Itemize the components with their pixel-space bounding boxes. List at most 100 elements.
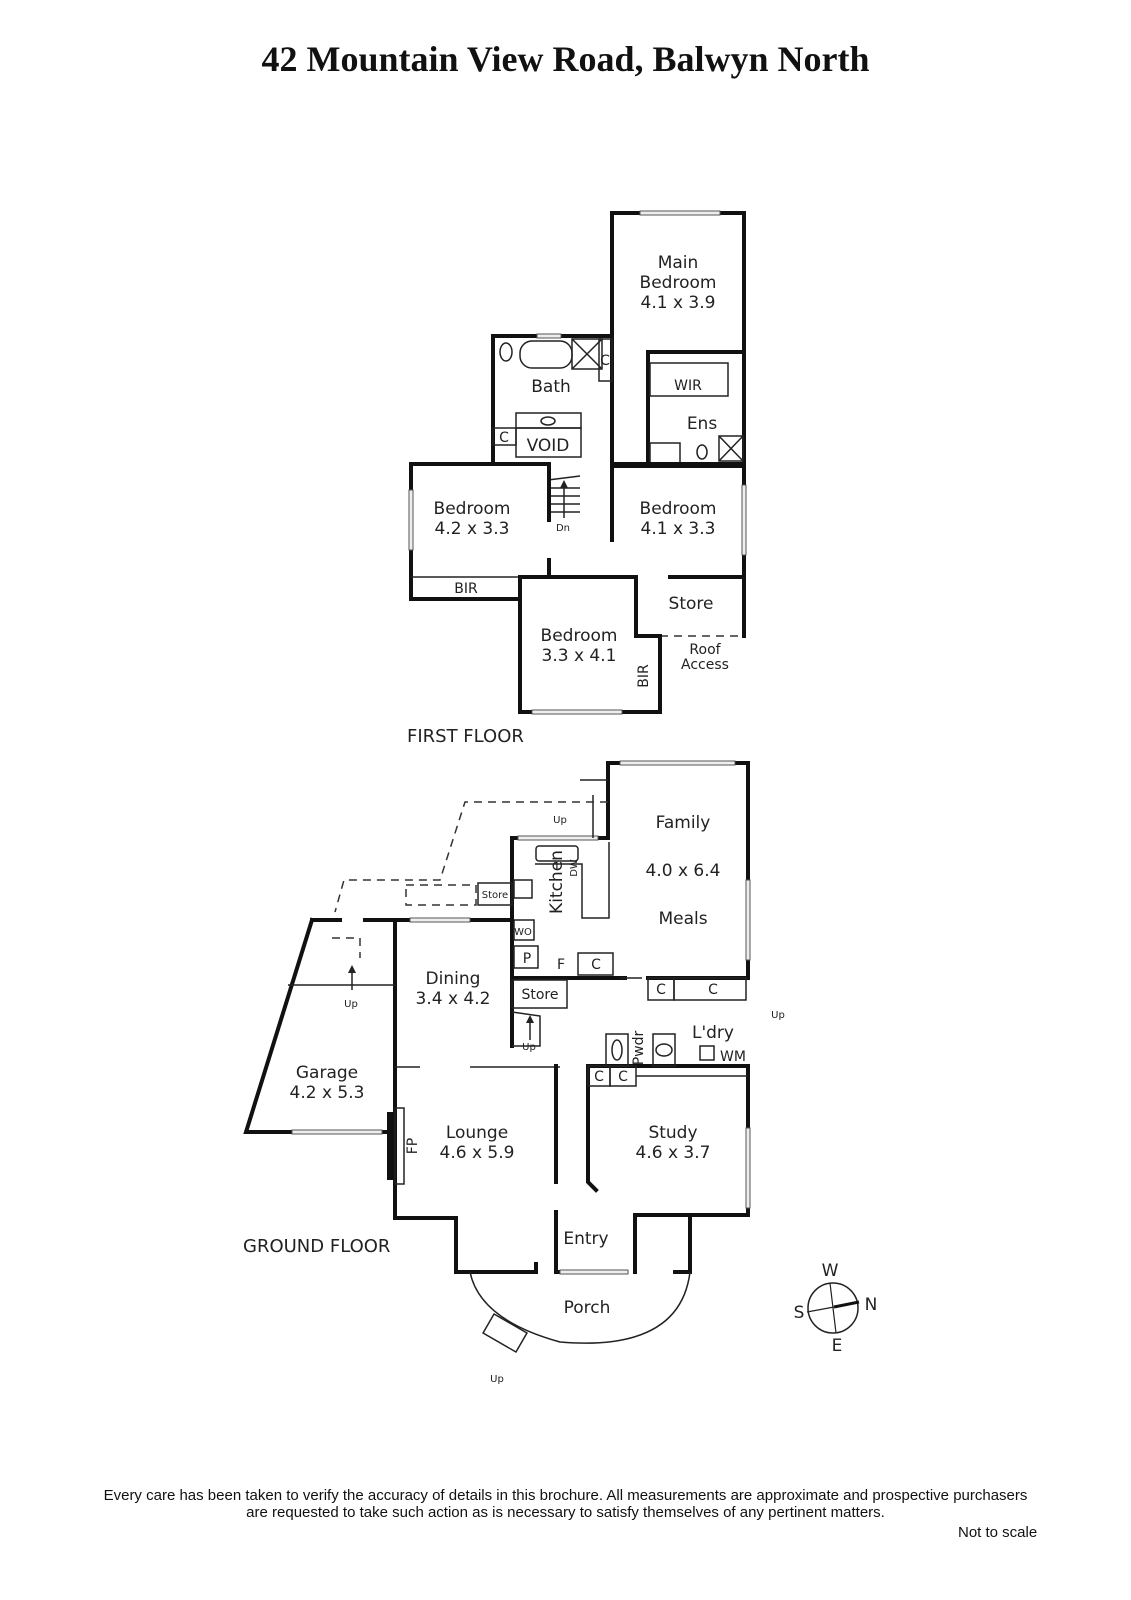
fireplace-label: FP (405, 1138, 421, 1155)
laundry-label: L'dry (692, 1023, 734, 1043)
lounge-label: Lounge (446, 1123, 508, 1143)
store-small-label: Store (482, 890, 508, 901)
main-bedroom-wall (610, 211, 746, 468)
porch-outline (469, 1271, 691, 1344)
bedroom-east-size: 4.1 x 3.3 (641, 519, 716, 539)
disclaimer-line-1: Every care has been taken to verify the … (103, 1487, 1028, 1504)
window (291, 1129, 383, 1135)
store-stairs-label: Store (521, 987, 558, 1003)
property-title: 42 Mountain View Road, Balwyn North (261, 39, 870, 79)
first-floor-label: FIRST FLOOR (407, 726, 524, 747)
kitchen-cupboard (577, 952, 614, 976)
pantry (513, 945, 539, 969)
fridge-label: F (557, 957, 565, 973)
window (745, 879, 751, 961)
window (408, 489, 414, 551)
ensuite-wall (646, 350, 746, 466)
disclaimer-line-2: are requested to take such action as is … (246, 1504, 885, 1521)
void-cupboard (492, 427, 517, 446)
window (531, 709, 623, 715)
window (517, 835, 599, 841)
bir-south-label: BIR (636, 664, 652, 688)
ensuite-label: Ens (687, 414, 718, 434)
vanity (515, 412, 582, 429)
roof-access-label-2: Access (681, 657, 729, 673)
store-small (477, 882, 513, 906)
study-size: 4.6 x 3.7 (636, 1143, 711, 1163)
family-size: 4.0 x 6.4 (646, 861, 721, 881)
store-label: Store (669, 594, 714, 614)
study-cupboard-2-label: C (618, 1069, 628, 1085)
wir-label: WIR (674, 378, 702, 394)
stair-up-label: Up (490, 1374, 504, 1385)
compass-icon: W S N E (794, 1261, 878, 1356)
study-cupboard-1-label: C (594, 1069, 604, 1085)
stair-up-label: Up (522, 1042, 536, 1053)
scale-note: Not to scale (958, 1524, 1038, 1541)
main-bedroom-size: 4.1 x 3.9 (641, 293, 716, 313)
study-label: Study (648, 1123, 697, 1143)
washing-machine-label: WM (720, 1049, 746, 1065)
dining-label: Dining (426, 969, 481, 989)
bedroom-west-size: 4.2 x 3.3 (435, 519, 510, 539)
powder-label: Pwdr (631, 1030, 647, 1065)
wo-label: WO (514, 927, 532, 938)
stair-down-label: Dn (556, 523, 570, 534)
first-floor: Main Bedroom 4.1 x 3.9 Bath WIR Ens VOID… (407, 210, 747, 747)
hall-cupboard-2-label: C (708, 982, 718, 998)
store-stairs (511, 979, 568, 1009)
window (745, 1127, 751, 1209)
bedroom-west-label: Bedroom (434, 499, 511, 519)
main-bedroom-label-2: Bedroom (640, 273, 717, 293)
bedroom-east-label: Bedroom (640, 499, 717, 519)
disclaimer: Every care has been taken to verify the … (20, 1487, 1111, 1521)
entry-label: Entry (563, 1229, 608, 1249)
stair-up-label: Up (771, 1010, 785, 1021)
porch-label: Porch (564, 1298, 611, 1318)
void-label: VOID (527, 436, 570, 456)
lounge-size: 4.6 x 5.9 (440, 1143, 515, 1163)
powder-basin (605, 1033, 629, 1067)
shower (571, 338, 603, 370)
kitchen-cupboard-label: C (591, 957, 601, 973)
family-label: Family (656, 813, 711, 833)
cooktop (535, 845, 579, 862)
ground-floor: Family 4.0 x 6.4 Meals Kitchen DW Store … (243, 760, 785, 1385)
toilet (499, 342, 513, 362)
main-bedroom-label: Main (658, 253, 699, 273)
bedroom-south-wall (518, 575, 662, 714)
pantry-label: P (523, 951, 531, 967)
bath-cupboard-label: C (600, 353, 610, 369)
pergola-outline (334, 801, 608, 913)
bathtub (519, 340, 573, 369)
window (619, 760, 736, 766)
compass-south: S (794, 1303, 805, 1323)
dishwasher-label: DW (569, 859, 580, 877)
wir-area (649, 362, 729, 397)
stove (513, 879, 533, 899)
bath-label: Bath (531, 377, 571, 397)
roof-access-label: Roof (689, 642, 721, 658)
compass-north: N (865, 1295, 878, 1315)
lounge-wall (393, 1216, 538, 1274)
bath-cupboard (598, 338, 613, 382)
bedroom-south-size: 3.3 x 4.1 (542, 646, 617, 666)
porch-steps (482, 1312, 528, 1354)
compass-west: W (822, 1261, 839, 1281)
garage-label: Garage (296, 1063, 358, 1083)
dining-size: 3.4 x 4.2 (416, 989, 491, 1009)
fireplace (387, 1112, 394, 1180)
meals-label: Meals (658, 909, 707, 929)
window (409, 917, 471, 923)
stair-up-label: Up (344, 999, 358, 1010)
bath-wall (491, 334, 614, 466)
kitchen-label: Kitchen (547, 850, 567, 914)
compass-east: E (832, 1336, 843, 1356)
window (741, 484, 747, 556)
bedroom-south-label: Bedroom (541, 626, 618, 646)
window (559, 1269, 629, 1275)
ground-floor-label: GROUND FLOOR (243, 1236, 390, 1257)
wo-cupboard (513, 919, 535, 941)
stair-up-label: Up (553, 815, 567, 826)
